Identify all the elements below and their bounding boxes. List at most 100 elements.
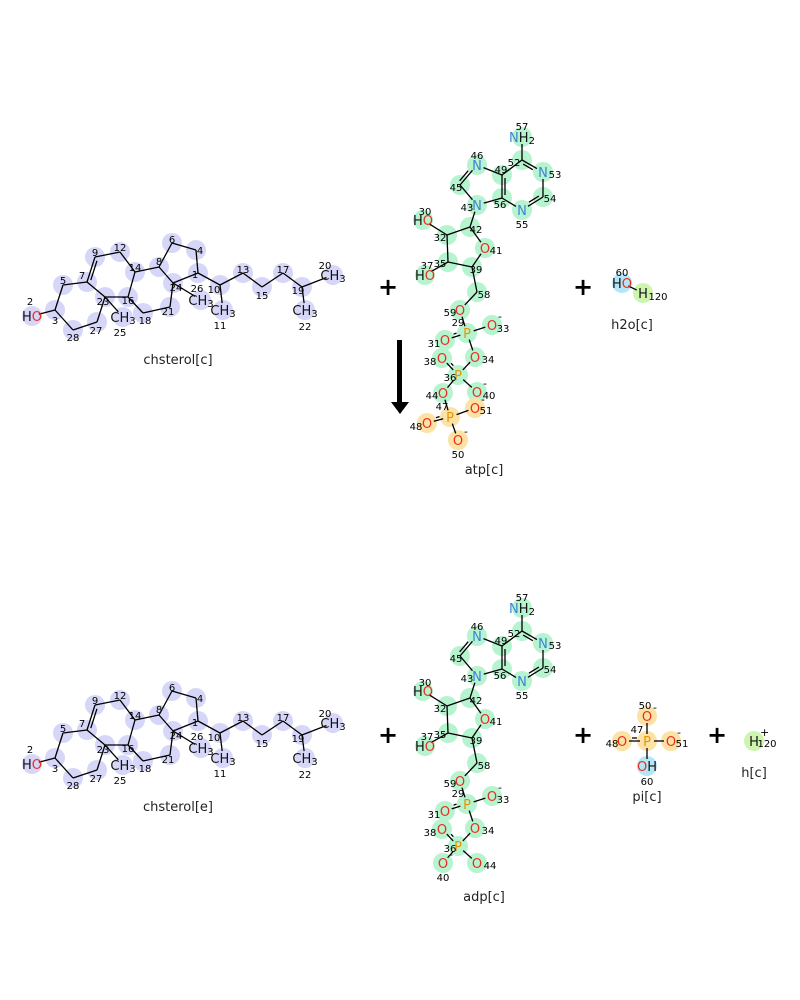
bond	[459, 640, 473, 657]
atom-index: 37	[421, 732, 434, 743]
atom-highlight	[191, 738, 211, 758]
atom-index: 38	[424, 828, 437, 839]
bond	[469, 226, 482, 243]
atom-symbol: O	[487, 790, 497, 805]
atom-index: 20	[319, 709, 332, 720]
atom-highlight	[661, 731, 681, 751]
atom-index: 26	[191, 284, 204, 295]
bond	[282, 720, 303, 736]
atom-index: 42	[470, 696, 483, 707]
bond	[462, 379, 473, 388]
atom-highlight	[417, 413, 437, 433]
atom-index: 46	[471, 151, 484, 162]
atom-highlight	[633, 283, 653, 303]
bond	[119, 251, 136, 273]
atom-symbol: P	[454, 840, 462, 855]
atom-index: 51	[676, 739, 689, 750]
double-bond-line	[450, 362, 454, 367]
atom-index: 47	[436, 402, 449, 413]
bond	[483, 668, 503, 675]
atom-index: 51	[480, 406, 493, 417]
atom-index: 56	[494, 671, 507, 682]
plus-sign: +	[573, 721, 593, 749]
atom-highlight	[612, 731, 632, 751]
atom-index: 59	[444, 308, 457, 319]
atom-symbol: N	[538, 637, 548, 652]
atom-symbol: O	[470, 351, 480, 366]
bond	[446, 705, 449, 734]
bond	[96, 296, 106, 323]
double-bond-line	[435, 415, 440, 419]
atom-index: 39	[470, 265, 483, 276]
atom-index: 52	[508, 629, 521, 640]
atom-index: 49	[495, 636, 508, 647]
atom-index: 8	[156, 257, 162, 268]
atom-highlight	[512, 127, 532, 147]
double-bond-line	[459, 641, 469, 653]
atom-charge: +	[760, 726, 769, 739]
atom-index: 2	[27, 297, 33, 308]
bond	[473, 797, 486, 803]
bond	[501, 630, 523, 647]
atom-index: 7	[79, 719, 85, 730]
atom-highlight	[512, 671, 532, 691]
atom-index: 17	[277, 265, 290, 276]
atom-symbol: CH3	[292, 304, 317, 320]
atom-index: 13	[237, 265, 250, 276]
atom-symbol: O	[440, 805, 450, 820]
atom-index: 49	[495, 165, 508, 176]
bond	[242, 720, 263, 736]
atom-symbol: O	[617, 735, 627, 750]
atom-index: 5	[60, 724, 66, 735]
bond	[464, 291, 478, 306]
atom-symbol: OH	[637, 760, 657, 775]
atom-index: 34	[482, 826, 495, 837]
bond	[446, 226, 471, 236]
bond	[142, 306, 171, 314]
bond	[471, 266, 478, 293]
bond	[483, 197, 503, 204]
molecule-label-h2o-c: h2o[c]	[611, 318, 653, 333]
atom-index: 15	[256, 291, 269, 302]
bond	[54, 309, 74, 331]
atom-index: 6	[169, 683, 175, 694]
bond	[473, 326, 486, 332]
molecule-label-atp-c: atp[c]	[465, 463, 504, 478]
bond	[158, 266, 174, 284]
atom-index: 34	[482, 355, 495, 366]
double-bond-line	[522, 634, 534, 642]
atom-symbol: HO	[415, 740, 435, 755]
bond	[428, 223, 448, 236]
atom-symbol: N	[517, 675, 527, 690]
atom-highlight	[637, 731, 657, 751]
atom-symbol: O	[437, 823, 447, 838]
atom-highlight	[213, 300, 233, 320]
bond	[446, 833, 454, 842]
atom-index: 10	[208, 285, 221, 296]
atom-symbol: H	[638, 287, 648, 302]
atom-index: 36	[444, 373, 457, 384]
bond	[447, 850, 454, 859]
atom-highlight	[457, 794, 477, 814]
atom-index: 16	[122, 744, 135, 755]
atom-index: 30	[419, 207, 432, 218]
bond	[447, 261, 473, 268]
bond	[195, 697, 199, 722]
atom-highlight	[448, 430, 468, 450]
atom-index: 43	[461, 203, 474, 214]
double-bond-line	[90, 260, 98, 281]
atom-symbol: P	[643, 735, 651, 750]
atom-index: 11	[214, 321, 227, 332]
atom-highlight	[323, 713, 343, 733]
bond	[469, 697, 482, 714]
atom-symbol: O	[455, 304, 465, 319]
atom-index: 31	[428, 339, 441, 350]
bond	[461, 787, 466, 798]
atom-index: 30	[419, 678, 432, 689]
atom-highlight	[295, 748, 315, 768]
atom-index: 41	[490, 717, 503, 728]
